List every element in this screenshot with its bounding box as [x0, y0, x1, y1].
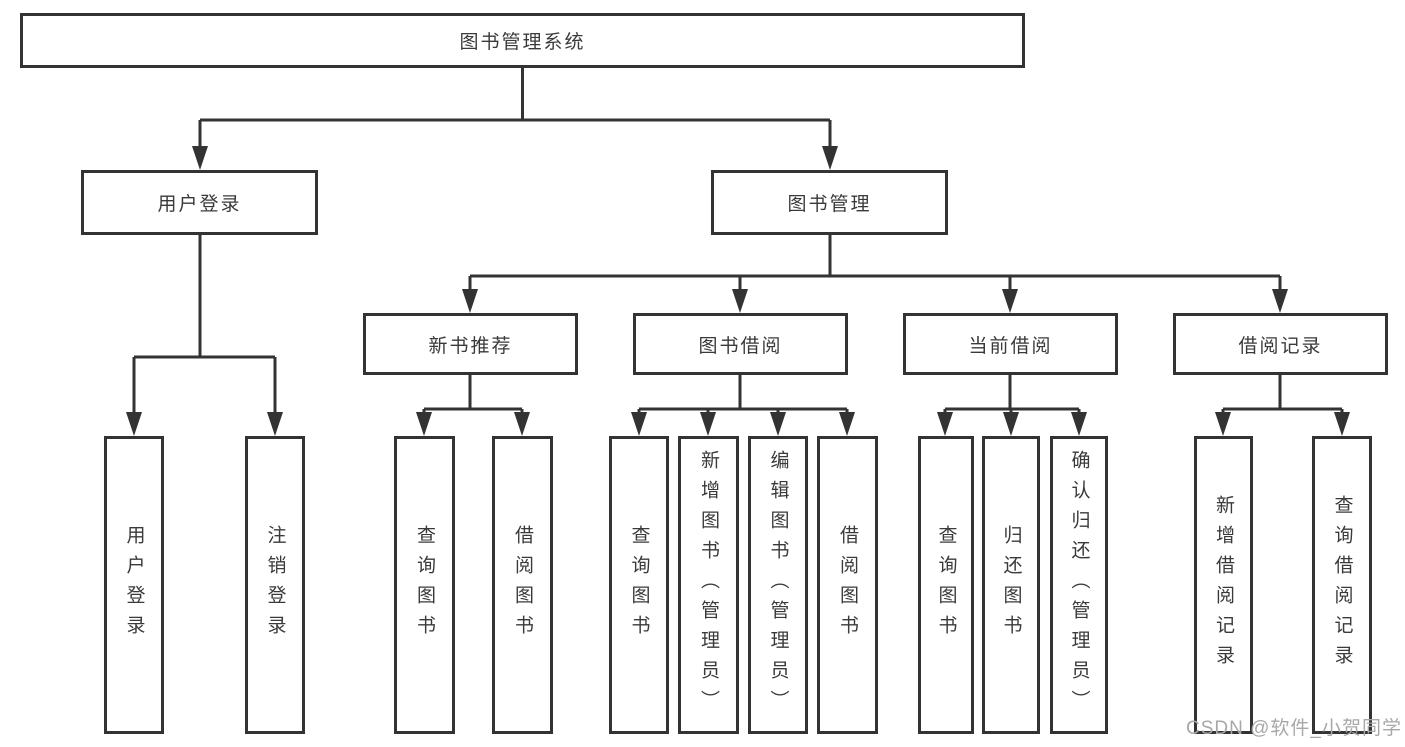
edges-book-borrowing-to-leaves — [631, 375, 855, 436]
arrowhead — [267, 412, 283, 436]
leaf-records-add-record-label: 新增借阅记录 — [1213, 495, 1234, 675]
leaf-newbook-query-books: 查询图书 — [394, 436, 455, 734]
node-new-book-recommend-label: 新书推荐 — [428, 335, 513, 357]
leaf-records-query-record: 查询借阅记录 — [1312, 436, 1372, 734]
node-current-borrowing-label: 当前借阅 — [968, 335, 1053, 357]
leaf-borrowing-add-books: 新增图书（管理员） — [678, 436, 739, 734]
arrowhead — [1215, 412, 1231, 436]
node-user-login: 用户登录 — [81, 170, 318, 235]
node-root-label: 图书管理系统 — [459, 32, 586, 53]
leaf-current-query-books-label: 查询图书 — [935, 525, 957, 645]
leaf-user-login-label: 用户登录 — [123, 525, 145, 645]
leaf-newbook-query-books-label: 查询图书 — [414, 525, 435, 645]
arrowhead — [1071, 412, 1087, 436]
leaf-borrowing-query-books: 查询图书 — [609, 436, 669, 734]
arrowhead — [462, 289, 478, 313]
edges-new-book-recommend-to-leaves — [416, 375, 530, 436]
edges-user-login-to-leaves — [126, 235, 283, 436]
arrowhead — [126, 412, 142, 436]
leaf-current-confirm-return-label: 确认归还（管理员） — [1068, 450, 1090, 720]
leaf-current-confirm-return: 确认归还（管理员） — [1050, 436, 1108, 734]
arrowhead — [631, 412, 647, 436]
node-book-borrowing-label: 图书借阅 — [698, 335, 783, 357]
leaf-borrowing-borrow-books-label: 借阅图书 — [837, 525, 858, 645]
csdn-watermark: CSDN @软件_小贺同学 — [1186, 718, 1402, 739]
node-book-management-label: 图书管理 — [787, 194, 872, 215]
node-user-login-label: 用户登录 — [157, 194, 242, 215]
arrowhead — [416, 412, 432, 436]
arrowhead — [1272, 289, 1288, 313]
leaf-logout-login: 注销登录 — [245, 436, 305, 734]
leaf-newbook-borrow-books-label: 借阅图书 — [512, 525, 533, 645]
leaf-current-return-books-label: 归还图书 — [1000, 525, 1022, 645]
leaf-current-return-books: 归还图书 — [982, 436, 1040, 734]
edges-borrowing-records-to-leaves — [1215, 375, 1350, 436]
node-borrowing-records: 借阅记录 — [1173, 313, 1388, 375]
arrowhead — [1334, 412, 1350, 436]
arrowhead — [1003, 412, 1019, 436]
leaf-records-query-record-label: 查询借阅记录 — [1331, 495, 1353, 675]
arrowhead — [514, 412, 530, 436]
arrowhead — [192, 146, 208, 170]
arrowhead — [1002, 289, 1018, 313]
edges-book-management-to-level3 — [462, 235, 1288, 313]
leaf-borrowing-edit-books-label: 编辑图书（管理员） — [767, 450, 789, 720]
leaf-records-add-record: 新增借阅记录 — [1194, 436, 1253, 734]
leaf-newbook-borrow-books: 借阅图书 — [492, 436, 553, 734]
leaf-user-login: 用户登录 — [104, 436, 164, 734]
arrowhead — [700, 412, 716, 436]
node-current-borrowing: 当前借阅 — [903, 313, 1118, 375]
leaf-borrowing-add-books-label: 新增图书（管理员） — [698, 450, 719, 720]
arrowhead — [770, 412, 786, 436]
node-root: 图书管理系统 — [20, 13, 1025, 68]
node-borrowing-records-label: 借阅记录 — [1238, 335, 1323, 357]
arrowhead — [822, 146, 838, 170]
arrowhead — [839, 412, 855, 436]
node-book-borrowing: 图书借阅 — [633, 313, 848, 375]
node-book-management: 图书管理 — [711, 170, 948, 235]
leaf-current-query-books: 查询图书 — [918, 436, 974, 734]
arrowhead — [732, 289, 748, 313]
arrowhead — [937, 412, 953, 436]
edges-root-to-level2 — [192, 68, 838, 170]
node-new-book-recommend: 新书推荐 — [363, 313, 578, 375]
leaf-borrowing-edit-books: 编辑图书（管理员） — [748, 436, 808, 734]
leaf-logout-login-label: 注销登录 — [264, 525, 286, 645]
edges-current-borrowing-to-leaves — [937, 375, 1087, 436]
leaf-borrowing-borrow-books: 借阅图书 — [817, 436, 878, 734]
leaf-borrowing-query-books-label: 查询图书 — [628, 525, 650, 645]
